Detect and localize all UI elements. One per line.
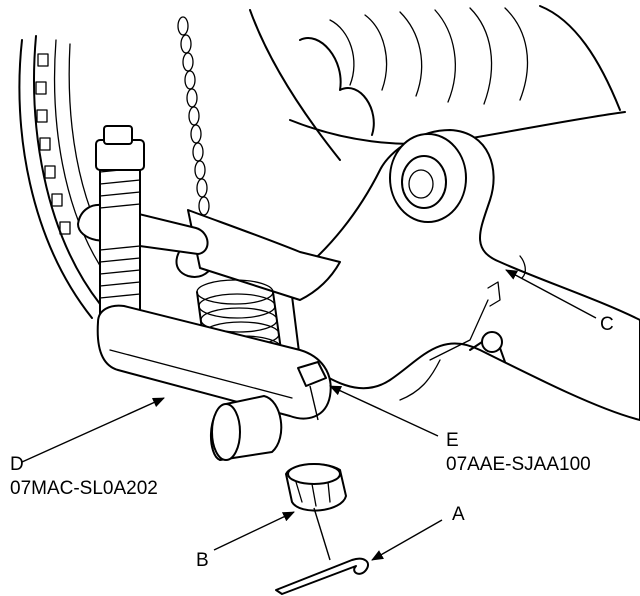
castle-nut — [285, 463, 347, 561]
leader-line-b — [213, 511, 295, 551]
callout-b-label: B — [196, 550, 209, 571]
callout-e-label: E — [446, 430, 459, 451]
callout-c-label: C — [600, 314, 614, 335]
callout-d-label: D — [10, 454, 24, 475]
leader-line-d — [21, 397, 165, 463]
steering-knuckle — [187, 209, 341, 301]
brake-rotor — [18, 35, 117, 319]
leader-line-c — [505, 269, 597, 319]
callout-e-part-number: 07AAE-SJAA100 — [446, 454, 591, 475]
leader-line-a — [371, 519, 443, 561]
cotter-pin — [275, 557, 370, 595]
lower-control-arm — [289, 129, 640, 421]
callout-a-label: A — [452, 504, 465, 525]
ball-joint-remover-tool — [77, 125, 332, 461]
callout-d-part-number: 07MAC-SL0A202 — [10, 478, 158, 499]
leader-line-e — [329, 385, 439, 437]
